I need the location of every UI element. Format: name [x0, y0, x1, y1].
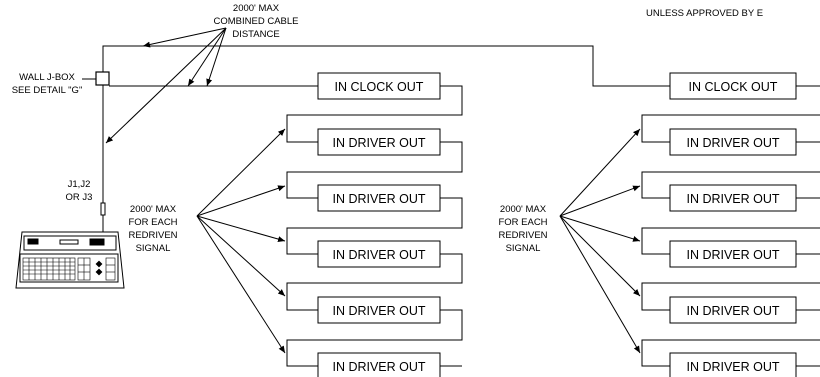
control-console-icon [15, 231, 125, 289]
clock-module [317, 72, 441, 100]
driver-label: IN DRIVER OUT [686, 248, 779, 262]
right-modules [669, 72, 797, 377]
plug-icon [100, 202, 106, 216]
note-line: SIGNAL [506, 243, 541, 254]
driver-label: IN DRIVER OUT [332, 192, 425, 206]
left-modules [317, 72, 441, 377]
combined-distance-note: 2000' MAX COMBINED CABLE DISTANCE [214, 3, 299, 40]
clock-label: IN CLOCK OUT [335, 80, 424, 94]
driver-module [669, 352, 797, 377]
driver-module [669, 184, 797, 212]
note-line: FOR EACH [498, 217, 547, 228]
note-line: REDRIVEN [498, 230, 547, 241]
junction-box-icon [95, 71, 110, 86]
left-redriven-note: 2000' MAX FOR EACH REDRIVEN SIGNAL [128, 204, 177, 254]
note-line: SIGNAL [136, 243, 171, 254]
clock-label: IN CLOCK OUT [689, 80, 778, 94]
driver-label: IN DRIVER OUT [686, 136, 779, 150]
approval-note: UNLESS APPROVED BY E [646, 8, 763, 19]
driver-module [317, 184, 441, 212]
driver-label: IN DRIVER OUT [686, 192, 779, 206]
note-line: 2000' MAX [233, 3, 280, 14]
distance-arrows [105, 27, 227, 144]
driver-label: IN DRIVER OUT [332, 360, 425, 374]
right-chain: IN CLOCK OUT IN DRIVER OUT IN DRIVER OUT… [559, 72, 820, 377]
left-chain-wiring [286, 85, 463, 367]
driver-label: IN DRIVER OUT [686, 304, 779, 318]
driver-label: IN DRIVER OUT [332, 248, 425, 262]
note-line: COMBINED CABLE [214, 16, 299, 27]
wall-jbox-note: WALL J-BOX SEE DETAIL "G" [12, 72, 83, 96]
right-chain-wiring [641, 85, 820, 367]
driver-module [317, 296, 441, 324]
note-line: J1,J2 [68, 179, 91, 190]
driver-label: IN DRIVER OUT [332, 304, 425, 318]
driver-module [669, 296, 797, 324]
clock-module [669, 72, 797, 100]
right-redriven-note: 2000' MAX FOR EACH REDRIVEN SIGNAL [498, 204, 547, 254]
left-chain: IN CLOCK OUT IN DRIVER OUT IN DRIVER OUT… [196, 72, 463, 377]
note-line: WALL J-BOX [19, 72, 75, 83]
driver-module [317, 240, 441, 268]
driver-module [317, 352, 441, 377]
right-redriven-arrows [559, 128, 641, 354]
note-line: OR J3 [66, 192, 93, 203]
note-line: REDRIVEN [128, 230, 177, 241]
note-line: DISTANCE [232, 29, 279, 40]
driver-module [669, 128, 797, 156]
note-line: 2000' MAX [500, 204, 547, 215]
note-line: FOR EACH [128, 217, 177, 228]
left-redriven-arrows [196, 128, 286, 354]
jack-note: J1,J2 OR J3 [66, 179, 93, 203]
driver-module [317, 128, 441, 156]
driver-label: IN DRIVER OUT [686, 360, 779, 374]
note-line: 2000' MAX [130, 204, 177, 215]
note-line: SEE DETAIL "G" [12, 85, 83, 96]
driver-label: IN DRIVER OUT [332, 136, 425, 150]
driver-module [669, 240, 797, 268]
